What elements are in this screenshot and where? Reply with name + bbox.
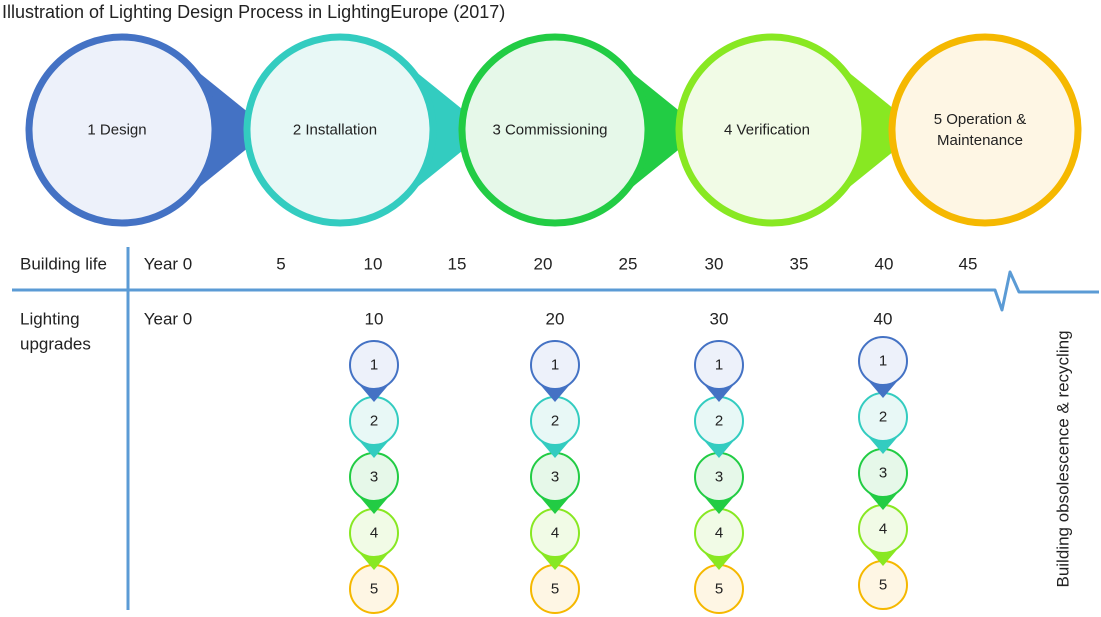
phase-4: 4 Verification [675, 33, 920, 227]
upgrade-step-number: 5 [879, 577, 887, 594]
phase-1: 1 Design [25, 33, 270, 227]
building-life-tick: 40 [875, 255, 894, 274]
upgrade-step-number: 1 [370, 357, 378, 374]
phase-label: 5 Operation & [934, 111, 1027, 128]
upgrade-step-3: 3 [530, 452, 580, 514]
upgrade-step-2: 2 [530, 396, 580, 458]
upgrade-year-label: 10 [365, 310, 384, 329]
upgrade-step-number: 5 [551, 581, 559, 598]
upgrade-step-number: 3 [715, 469, 723, 486]
upgrade-year-label: 30 [710, 310, 729, 329]
phase-3: 3 Commissioning [458, 33, 703, 227]
upgrade-step-4: 4 [349, 508, 399, 570]
phase-circle [458, 33, 652, 227]
phase-circle [349, 340, 399, 390]
upgrade-step-number: 2 [370, 413, 378, 430]
upgrade-year-label: 40 [874, 310, 893, 329]
upgrade-step-3: 3 [858, 448, 908, 510]
building-life-label: Building life [20, 255, 107, 274]
phase-circle [858, 336, 908, 386]
upgrade-step-1: 1 [694, 340, 744, 402]
upgrade-step-number: 4 [551, 525, 559, 542]
upgrade-step-5: 5 [858, 560, 908, 610]
phase-label: 3 Commissioning [492, 122, 607, 139]
lighting-upgrades-label: Lighting [20, 310, 80, 329]
upgrade-column-40: 5 4 3 2 1 [858, 336, 908, 610]
upgrades-year-0: Year 0 [144, 310, 193, 329]
end-of-life-label: Building obsolescence & recycling [1054, 330, 1073, 587]
upgrade-step-number: 2 [551, 413, 559, 430]
upgrade-step-5: 5 [530, 564, 580, 614]
upgrade-column-20: 5 4 3 2 1 [530, 340, 580, 614]
upgrade-step-number: 1 [715, 357, 723, 374]
building-life-tick: 35 [790, 255, 809, 274]
upgrade-columns: 10 5 4 3 2 1 20 5 4 3 2 1 30 5 4 3 2 1 40 5 4 3 2 1 [349, 310, 908, 614]
upgrade-step-5: 5 [349, 564, 399, 614]
upgrade-step-2: 2 [694, 396, 744, 458]
diagram-title: Illustration of Lighting Design Process … [2, 2, 506, 22]
phase-circle [25, 33, 219, 227]
upgrade-step-number: 1 [879, 353, 887, 370]
phase-label: Maintenance [937, 132, 1023, 149]
upgrade-step-number: 3 [370, 469, 378, 486]
upgrade-step-number: 2 [715, 413, 723, 430]
upgrade-step-4: 4 [858, 504, 908, 566]
upgrade-step-number: 4 [879, 521, 887, 538]
upgrade-step-3: 3 [694, 452, 744, 514]
phase-label: 2 Installation [293, 122, 377, 139]
upgrade-step-number: 5 [370, 581, 378, 598]
upgrade-step-4: 4 [694, 508, 744, 570]
upgrade-step-2: 2 [858, 392, 908, 454]
upgrade-step-number: 3 [551, 469, 559, 486]
upgrade-step-number: 1 [551, 357, 559, 374]
upgrade-step-2: 2 [349, 396, 399, 458]
building-life-tick: 20 [534, 255, 553, 274]
phase-circle [675, 33, 869, 227]
timeline-line [12, 270, 1099, 312]
building-life-tick: 10 [364, 255, 383, 274]
upgrade-step-number: 2 [879, 409, 887, 426]
phase-circle [243, 33, 437, 227]
upgrade-step-number: 3 [879, 465, 887, 482]
building-life-tick: 30 [705, 255, 724, 274]
phase-5: 5 Operation & Maintenance [888, 33, 1082, 227]
building-life-tick: 45 [959, 255, 978, 274]
upgrade-step-number: 5 [715, 581, 723, 598]
phase-label: 1 Design [87, 122, 146, 139]
upgrade-step-1: 1 [349, 340, 399, 402]
upgrade-column-10: 5 4 3 2 1 [349, 340, 399, 614]
upgrade-step-4: 4 [530, 508, 580, 570]
upgrade-step-number: 4 [370, 525, 378, 542]
building-life-tick: Year 0 [144, 255, 193, 274]
building-life-tick: 25 [619, 255, 638, 274]
upgrade-step-5: 5 [694, 564, 744, 614]
upgrade-year-label: 20 [546, 310, 565, 329]
upgrade-column-30: 5 4 3 2 1 [694, 340, 744, 614]
phase-2: 2 Installation [243, 33, 488, 227]
upgrade-step-number: 4 [715, 525, 723, 542]
phase-circle [530, 340, 580, 390]
building-life-tick: 15 [448, 255, 467, 274]
upgrade-step-3: 3 [349, 452, 399, 514]
phase-circle [694, 340, 744, 390]
building-life-tick: 5 [276, 255, 285, 274]
phase-circle [888, 33, 1082, 227]
phase-label: 4 Verification [724, 122, 810, 139]
upgrade-step-1: 1 [858, 336, 908, 398]
phase-sequence: 1 Design 2 Installation 3 Commissioning 4 V… [25, 33, 1082, 227]
lighting-upgrades-label: upgrades [20, 335, 91, 354]
upgrade-step-1: 1 [530, 340, 580, 402]
